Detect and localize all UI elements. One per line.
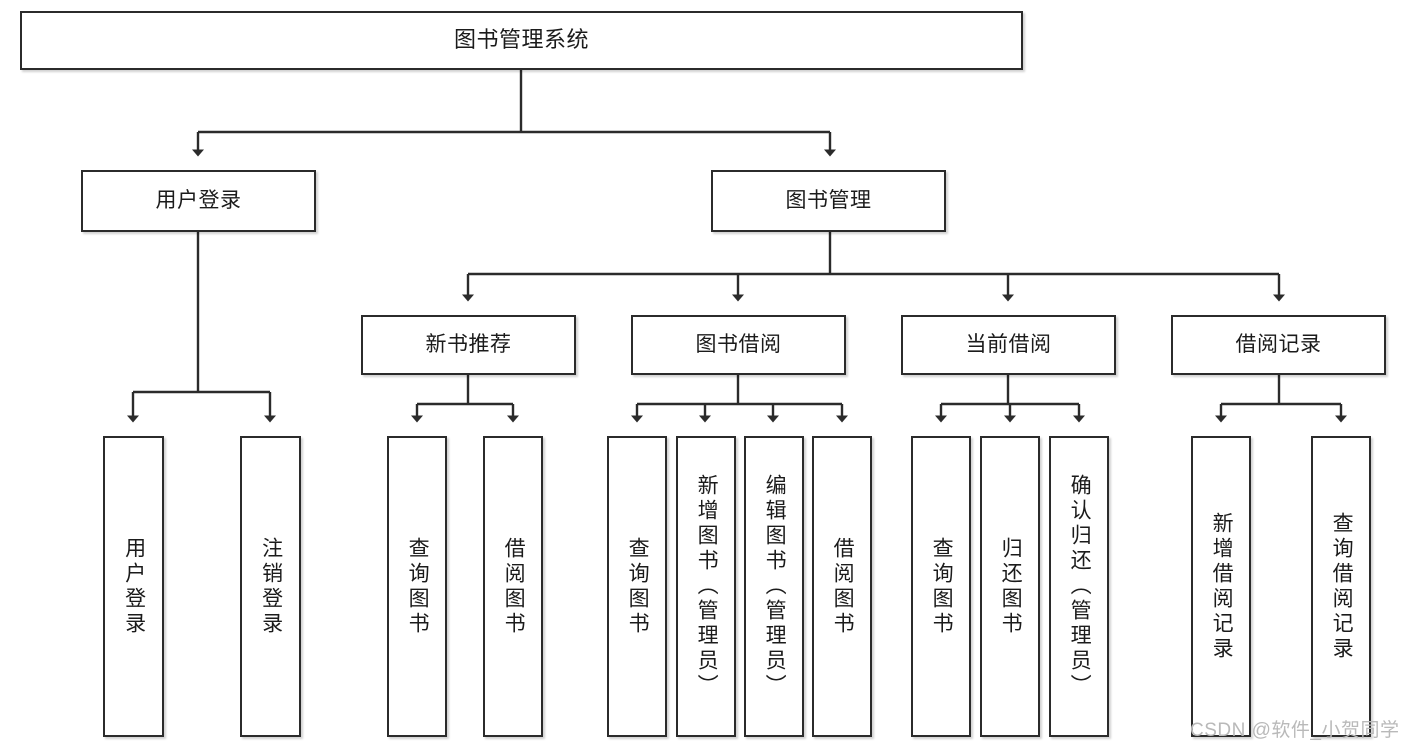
node-leaf-user-login-logout[interactable]: 注销登录 [240, 436, 301, 737]
node-leaf-current-query-label: 查询图书 [930, 536, 954, 637]
node-current-borrow-label: 当前借阅 [965, 333, 1052, 357]
node-borrow-record-label: 借阅记录 [1235, 333, 1322, 357]
node-leaf-newbook-borrow-label: 借阅图书 [502, 536, 526, 637]
node-book-borrow[interactable]: 图书借阅 [631, 315, 846, 375]
node-leaf-current-return-label: 归还图书 [999, 536, 1023, 637]
node-leaf-current-confirm-return-admin[interactable]: 确认归还（管理员） [1049, 436, 1109, 737]
node-leaf-current-query[interactable]: 查询图书 [911, 436, 971, 737]
node-leaf-borrow-borrow-label: 借阅图书 [831, 536, 855, 637]
node-root-system-label: 图书管理系统 [453, 27, 589, 53]
node-leaf-newbook-query-label: 查询图书 [406, 536, 430, 637]
node-new-book-recommend[interactable]: 新书推荐 [361, 315, 576, 375]
csdn-watermark-text: CSDN @软件_小贺同学 [1190, 720, 1400, 741]
node-leaf-borrow-query-label: 查询图书 [626, 536, 650, 637]
node-leaf-current-confirm-return-admin-label: 确认归还（管理员） [1068, 474, 1092, 699]
node-leaf-borrow-borrow[interactable]: 借阅图书 [812, 436, 872, 737]
node-leaf-record-query-label: 查询借阅记录 [1330, 511, 1354, 662]
node-leaf-borrow-add-admin-label: 新增图书（管理员） [695, 474, 719, 699]
node-leaf-record-add[interactable]: 新增借阅记录 [1191, 436, 1251, 737]
node-leaf-borrow-edit-admin-label: 编辑图书（管理员） [763, 474, 787, 699]
node-borrow-record[interactable]: 借阅记录 [1171, 315, 1386, 375]
csdn-watermark: CSDN @软件_小贺同学 [1190, 715, 1399, 742]
node-new-book-recommend-label: 新书推荐 [425, 333, 512, 357]
node-leaf-record-query[interactable]: 查询借阅记录 [1311, 436, 1371, 737]
node-user-login[interactable]: 用户登录 [81, 170, 316, 232]
node-leaf-newbook-borrow[interactable]: 借阅图书 [483, 436, 543, 737]
node-book-management[interactable]: 图书管理 [711, 170, 946, 232]
node-leaf-user-login-login-label: 用户登录 [122, 536, 146, 637]
node-root-system[interactable]: 图书管理系统 [20, 11, 1023, 70]
node-leaf-user-login-login[interactable]: 用户登录 [103, 436, 164, 737]
node-leaf-current-return[interactable]: 归还图书 [980, 436, 1040, 737]
node-current-borrow[interactable]: 当前借阅 [901, 315, 1116, 375]
node-leaf-borrow-query[interactable]: 查询图书 [607, 436, 667, 737]
node-leaf-record-add-label: 新增借阅记录 [1210, 511, 1234, 662]
node-leaf-user-login-logout-label: 注销登录 [259, 536, 283, 637]
node-leaf-borrow-edit-admin[interactable]: 编辑图书（管理员） [744, 436, 804, 737]
node-leaf-newbook-query[interactable]: 查询图书 [387, 436, 447, 737]
node-user-login-label: 用户登录 [155, 189, 242, 213]
node-book-borrow-label: 图书借阅 [695, 333, 782, 357]
node-leaf-borrow-add-admin[interactable]: 新增图书（管理员） [676, 436, 736, 737]
node-book-management-label: 图书管理 [785, 189, 872, 213]
